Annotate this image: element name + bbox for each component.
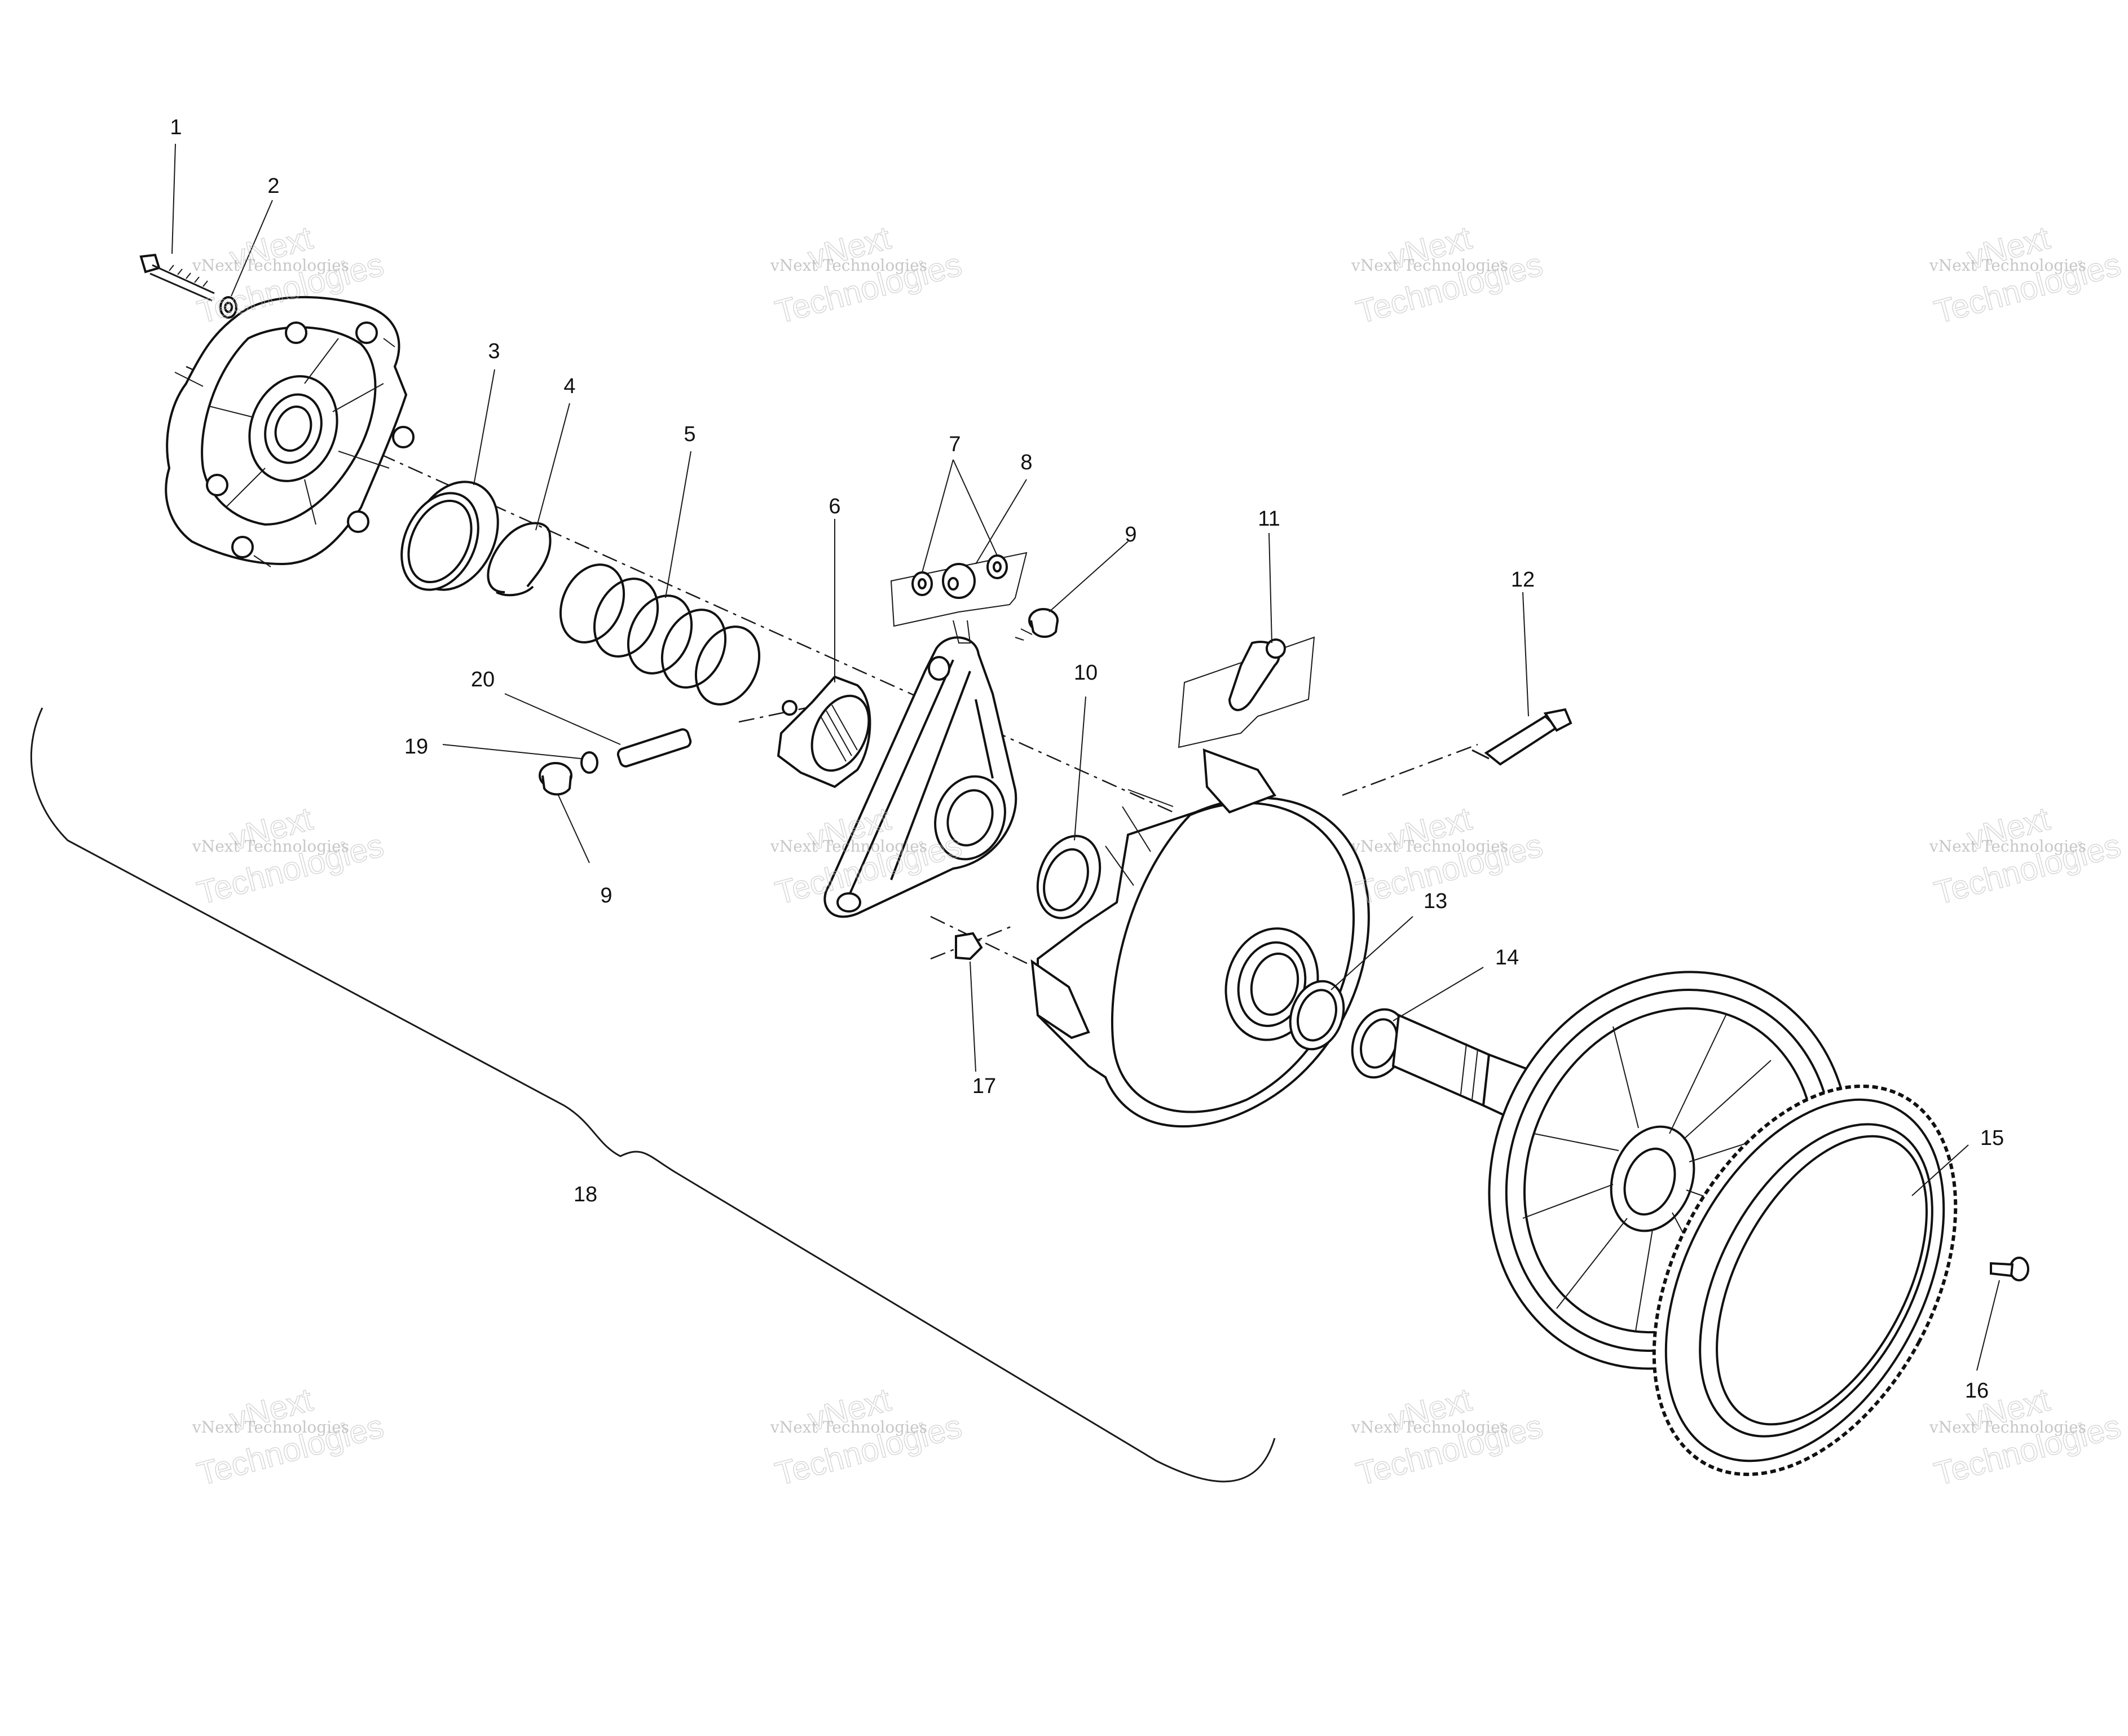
callout-3: 3 (488, 340, 500, 363)
ring-gear-part (1652, 1084, 1958, 1477)
callout-8: 8 (1020, 451, 1032, 474)
callout-4: 4 (563, 374, 575, 398)
pin-20-axis (738, 707, 807, 723)
callout-11: 11 (1258, 507, 1280, 531)
nut-part (955, 932, 983, 960)
callout-labels: 1 2 3 4 5 6 7 8 9 9 10 11 12 13 14 15 16… (170, 116, 2004, 1403)
callout-17: 17 (972, 1074, 996, 1098)
watermark-vnext-technologies: vNext Technologies (770, 837, 927, 856)
callout-6: 6 (829, 495, 840, 518)
watermark-vnext-technologies: vNext Technologies (770, 256, 927, 275)
thrust-washer-part (1036, 835, 1102, 919)
callout-16: 16 (1965, 1379, 1989, 1403)
callout-2: 2 (267, 174, 279, 198)
bearing-ring-part (1289, 980, 1345, 1051)
pin-part (616, 728, 692, 768)
washer-part (219, 296, 237, 319)
callout-15: 15 (1980, 1126, 2004, 1150)
bolt-12-axis (1342, 743, 1478, 796)
roller-part-lower (539, 762, 572, 796)
roller-part-upper (1015, 608, 1059, 641)
sheave-part (1030, 748, 1370, 1128)
axis-centerline (186, 365, 1174, 813)
leader-lines (171, 143, 2000, 1371)
callout-5: 5 (684, 422, 695, 446)
watermark-vnext-technologies: vNext Technologies (1351, 837, 1508, 856)
callout-18: 18 (574, 1183, 597, 1206)
callout-10: 10 (1074, 661, 1098, 685)
callout-19: 19 (404, 735, 428, 759)
spider-arm-part (823, 620, 1017, 918)
cam-housing-part (777, 675, 871, 788)
bushing-part (400, 481, 499, 591)
watermark-vnext-technologies: vNext Technologies (1929, 256, 2086, 275)
watermark-vnext-technologies: vNext Technologies (1929, 1418, 2086, 1437)
callout-20: 20 (471, 668, 495, 691)
callout-13: 13 (1424, 889, 1447, 913)
snap-ring-part (487, 522, 552, 597)
watermark-vnext-technologies: vNext Technologies (192, 837, 349, 856)
clip-part (580, 751, 598, 774)
watermark-vnext-technologies: vNext Technologies (1351, 1418, 1508, 1437)
washer-spacer-group (890, 552, 1028, 627)
cover-housing-part (165, 296, 415, 567)
callout-9-upper: 9 (1125, 523, 1136, 547)
spring-part (559, 563, 761, 706)
screw-part (1990, 1257, 2029, 1281)
long-bolt-part (1471, 708, 1572, 766)
watermark-vnext-technologies: vNext Technologies (192, 1418, 349, 1437)
callout-7: 7 (949, 433, 961, 456)
callout-1: 1 (170, 116, 182, 139)
watermark-vnext-technologies: vNext Technologies (1929, 837, 2086, 856)
callout-12: 12 (1511, 568, 1535, 592)
callout-9-lower: 9 (600, 884, 612, 907)
watermark-vnext-technologies: vNext Technologies (770, 1418, 927, 1437)
bolt-part (139, 253, 215, 302)
watermark-vnext-technologies: vNext Technologies (1351, 256, 1508, 275)
watermark-vnext-technologies: vNext Technologies (192, 256, 349, 275)
callout-14: 14 (1495, 946, 1519, 970)
assembly-bracket (30, 707, 1276, 1483)
cam-arm-part (1178, 636, 1315, 748)
